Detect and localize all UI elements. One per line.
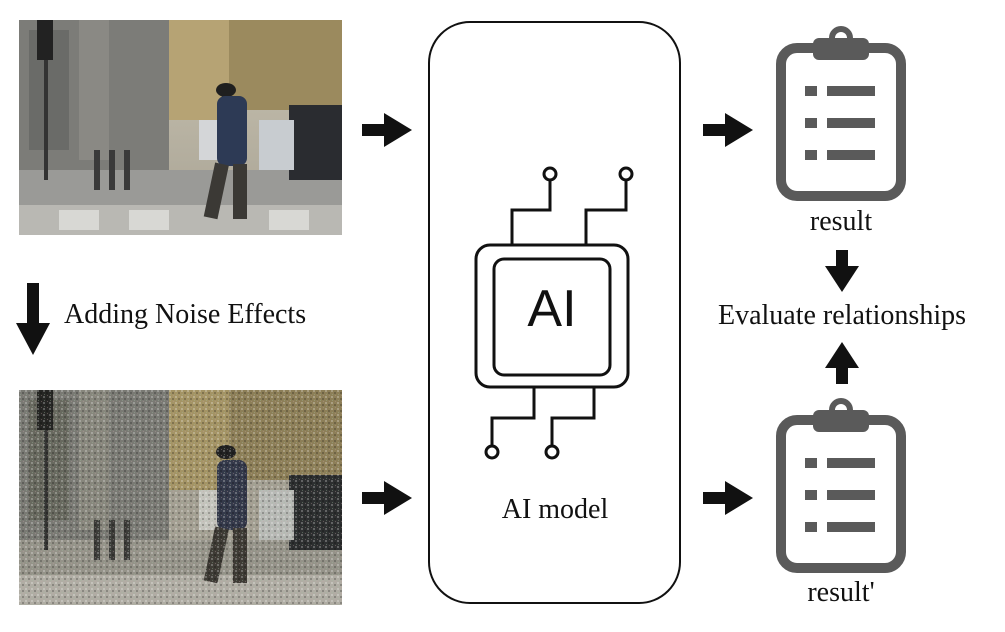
right-arrow-icon	[703, 481, 753, 515]
noisy-photo	[19, 390, 342, 605]
ai-model-box	[428, 21, 681, 604]
chip-text: AI	[527, 280, 577, 338]
noise-step-label: Adding Noise Effects	[64, 299, 307, 330]
result-prime-label: result'	[807, 577, 875, 608]
original-photo	[19, 20, 342, 235]
right-arrow-icon	[362, 481, 412, 515]
up-arrow-icon	[825, 342, 859, 384]
evaluate-label: Evaluate relationships	[717, 300, 967, 331]
model-label: AI model	[501, 494, 609, 525]
clipboard-icon	[776, 398, 906, 573]
clipboard-icon	[776, 26, 906, 201]
right-arrow-icon	[362, 113, 412, 147]
ai-chip-icon	[474, 166, 634, 460]
right-arrow-icon	[703, 113, 753, 147]
down-arrow-icon	[825, 250, 859, 292]
result-label: result	[809, 206, 873, 237]
down-arrow-icon	[16, 283, 50, 355]
